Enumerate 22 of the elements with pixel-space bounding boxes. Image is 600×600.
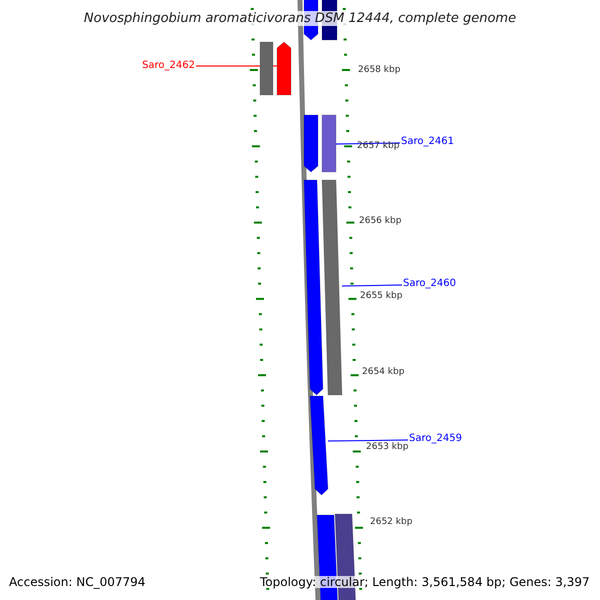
gene-label: Saro_2460: [403, 279, 456, 289]
gene-block: [309, 396, 329, 496]
gene-label: Saro_2461: [401, 137, 454, 147]
gene-block: [321, 180, 343, 396]
gene-label: Saro_2459: [409, 434, 462, 444]
scale-label: 2654 kbp: [362, 368, 404, 377]
leader-line: [336, 142, 400, 144]
scale-label: 2656 kbp: [359, 217, 402, 226]
gene-block: [276, 41, 292, 96]
scale-label: 2653 kbp: [366, 443, 408, 452]
info-text: Topology: circular; Length: 3,561,584 bp; Genes: 3,397: [260, 576, 590, 588]
scale-label: 2657 kbp: [357, 142, 400, 151]
leader-line: [342, 284, 402, 286]
info-text: Accession: NC_007794: [9, 576, 146, 588]
scale-label: 2655 kbp: [360, 292, 402, 301]
gene-block: [260, 42, 274, 96]
gene-block: [304, 114, 318, 173]
leader-line: [328, 440, 408, 442]
scale-label: 2652 kbp: [370, 518, 412, 527]
gene-label: Saro_2462: [142, 61, 195, 71]
gene-block: [322, 114, 336, 172]
scale-label: 2658 kbp: [358, 66, 400, 75]
